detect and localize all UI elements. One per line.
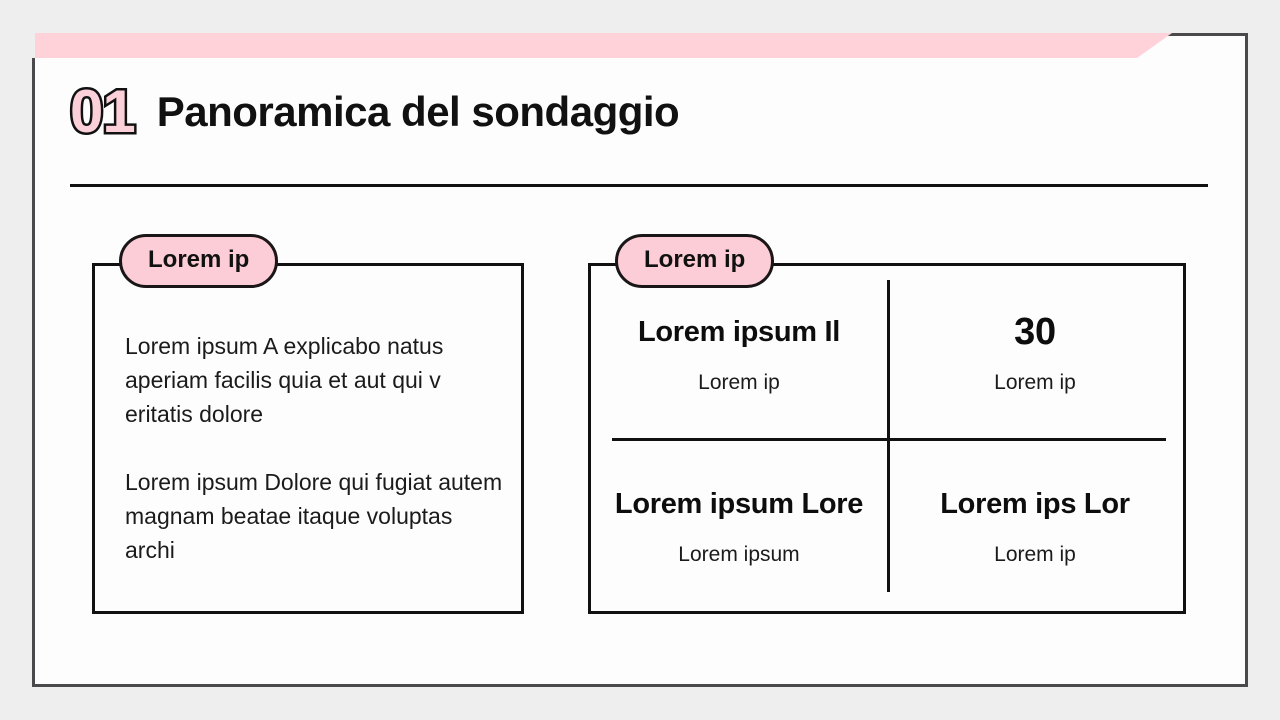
stat-value: Lorem ipsum Lore [614,488,864,521]
stat-label: Lorem ipsum [678,543,800,567]
stat-value: Lorem ips Lor [940,488,1130,521]
stats-vertical-divider [887,280,890,592]
stats-horizontal-divider [612,438,1166,441]
right-card: Lorem ip Lorem ipsum Il Lorem ip 30 Lore… [588,234,1186,614]
slide-header: 01 Panoramica del sondaggio [68,66,1210,191]
header-row: 01 Panoramica del sondaggio [68,66,1210,158]
stat-value: 30 [1014,310,1056,353]
section-number: 01 [68,78,139,145]
left-card-paragraph: Lorem ipsum Dolore qui fugiat autem magn… [125,469,503,563]
stat-cell: Lorem ipsum Lore Lorem ipsum [591,439,887,612]
pink-accent-bar [35,33,1145,60]
right-card-badge: Lorem ip [615,234,775,288]
stat-cell: 30 Lorem ip [887,266,1183,439]
stat-value: Lorem ipsum Il [637,315,841,348]
slide-panel [32,33,1248,687]
stats-grid: Lorem ipsum Il Lorem ip 30 Lorem ip Lore… [591,266,1183,611]
left-card: Lorem ip Lorem ipsum A explicabo natus a… [92,234,524,614]
stat-label: Lorem ip [994,370,1076,394]
left-card-paragraph: Lorem ipsum A explicabo natus aperiam fa… [125,333,444,427]
header-divider [70,184,1208,187]
stat-cell: Lorem ips Lor Lorem ip [887,439,1183,612]
left-card-body: Lorem ipsum A explicabo natus aperiam fa… [125,329,507,567]
stat-cell: Lorem ipsum Il Lorem ip [591,266,887,439]
page-title: Panoramica del sondaggio [156,88,680,135]
stat-label: Lorem ip [994,543,1076,567]
left-card-badge: Lorem ip [119,234,279,288]
stat-label: Lorem ip [698,370,780,394]
